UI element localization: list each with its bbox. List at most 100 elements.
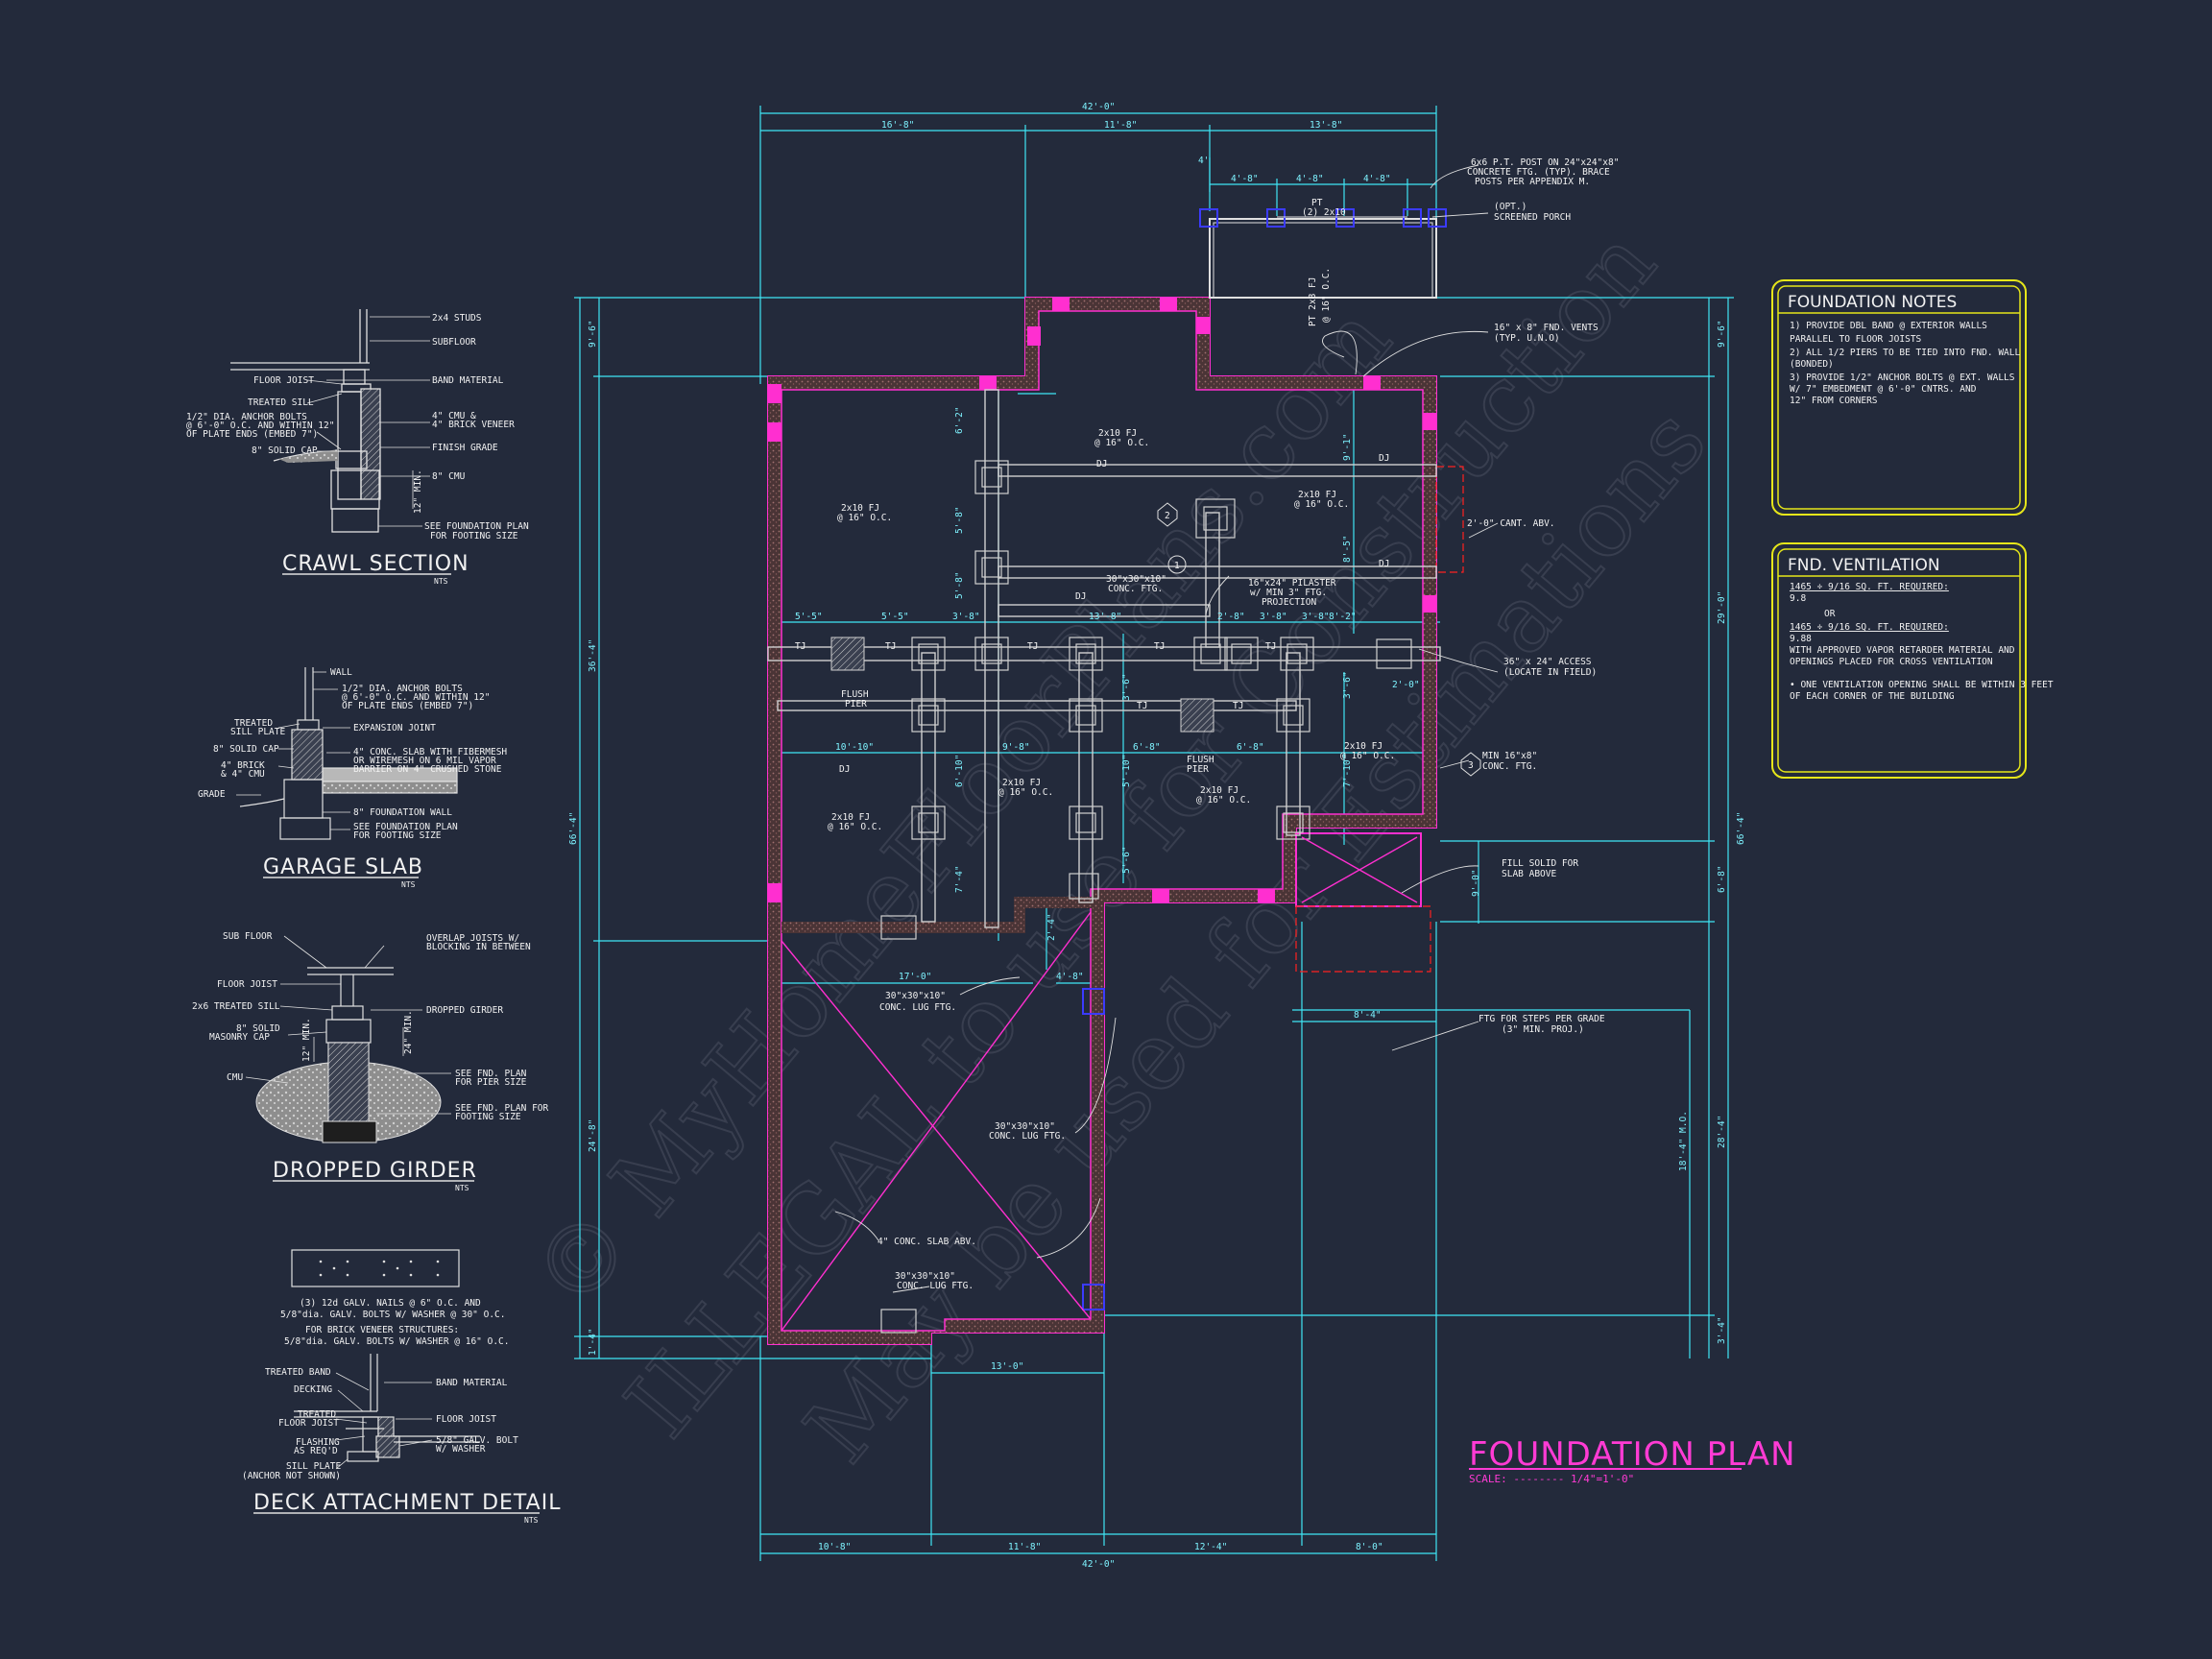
dim-label: 8'-4" (1354, 1010, 1382, 1021)
dim-label: 9'-8" (1002, 742, 1030, 753)
deck-note: 5/8"dia. GALV. BOLTS W/ WASHER @ 30" O.C… (280, 1310, 506, 1320)
dim-label: 10'-10" (835, 742, 874, 753)
dim-label: 36'-4" (588, 639, 598, 672)
deck-label: SILL PLATE (286, 1461, 341, 1472)
girder-label: MASONRY CAP (209, 1032, 270, 1043)
dim-label: 13'-0" (991, 1361, 1023, 1372)
girder-nts: NTS (455, 1184, 469, 1192)
callout-porch: (OPT.) (1494, 202, 1527, 212)
watermark-line-3: May be used for Estimations (784, 388, 1727, 1482)
girder-label: 2x6 TREATED SILL (192, 1001, 280, 1012)
dim-label: 7'-10" (1342, 755, 1353, 787)
dj-label: DJ (1379, 453, 1389, 464)
crawl-label: OF PLATE ENDS (EMBED 7") (186, 429, 318, 440)
joist-label: @ 16" O.C. (837, 513, 892, 523)
crawl-section-detail: 2x4 STUDS SUBFLOOR FLOOR JOIST BAND MATE… (186, 309, 529, 586)
dim-label: 9'-6" (588, 320, 598, 348)
watermark-line-2: ILLEGAL to use for Construction (605, 209, 1676, 1456)
beam-labels: DJ DJ DJ DJ DJ TJ TJ TJ TJ TJ TJ TJ FLUS… (795, 453, 1389, 775)
garage-label: SEE FOUNDATION PLAN (353, 822, 458, 832)
dim-label: 9'-0" (1471, 869, 1481, 897)
crawl-label: 4" BRICK VENEER (432, 420, 515, 430)
callout-fill-solid: SLAB ABOVE (1502, 869, 1556, 879)
dim-label: 11'-8" (1104, 120, 1137, 131)
crawl-label: 1/2" DIA. ANCHOR BOLTS (186, 412, 307, 422)
dim-label: 4' (1198, 156, 1209, 166)
tj-label: TJ (1154, 641, 1165, 652)
joist-label: 2x10 FJ (831, 812, 870, 823)
dim-overall-width: 42'-0" (1082, 102, 1115, 112)
joist-label: @ 16" O.C. (828, 822, 882, 832)
girder-label: 12" MIN. (301, 1018, 312, 1062)
joist-label: 2x10 FJ (841, 503, 879, 514)
joist-label: @ 16" O.C. (1094, 438, 1149, 448)
dim-label: 18'-4" M.O. (1678, 1111, 1689, 1171)
lug-footing-label: 30"x30"x10" (995, 1121, 1055, 1132)
dimension-labels: 42'-0" 16'-8" 11'-8" 13'-8" 4'-8" 4'-8" … (568, 102, 1746, 1570)
girder-label: 8" SOLID (236, 1023, 280, 1034)
dim-label: 29'-0" (1717, 591, 1727, 624)
dj-label: DJ (1096, 459, 1107, 469)
dim-label: 5'-5" (881, 612, 909, 622)
footing-labels: 30"x30"x10" CONC. FTG. 16"x24" PILASTER … (878, 574, 1336, 1291)
flush-pier-label: FLUSH (841, 689, 869, 700)
dim-label: 11'-8" (1008, 1542, 1041, 1552)
lug-footing-label: 30"x30"x10" (885, 991, 946, 1001)
marker-1: 1 (1174, 561, 1180, 571)
garage-label: & 4" CMU (221, 769, 265, 780)
lug-footing-label: CONC. LUG FTG. (879, 1002, 956, 1013)
dim-label: 5'-8" (954, 571, 965, 599)
crawl-label: SUBFLOOR (432, 337, 476, 348)
foundation-note-line: 3) PROVIDE 1/2" ANCHOR BOLTS @ EXT. WALL… (1790, 373, 2015, 383)
callout-access: (LOCATE IN FIELD) (1503, 667, 1597, 678)
tj-label: TJ (1137, 701, 1147, 711)
dim-label: 8'-2" (1329, 612, 1357, 622)
foundation-note-line: 2) ALL 1/2 PIERS TO BE TIED INTO FND. WA… (1790, 348, 2020, 358)
ventilation-line: OF EACH CORNER OF THE BUILDING (1790, 691, 1955, 702)
callout-vents: (TYP. U.N.O) (1494, 333, 1560, 344)
girder-label: BLOCKING IN BETWEEN (426, 942, 531, 952)
dim-label: 1'-4" (588, 1328, 598, 1356)
dim-label: 13'-8" (1310, 120, 1342, 131)
dropped-girder-detail: SUB FLOOR OVERLAP JOISTS W/ BLOCKING IN … (192, 931, 549, 1192)
dim-label: 3'-8" (952, 612, 980, 622)
crawl-label: 2x4 STUDS (432, 313, 482, 324)
dim-label: 17'-0" (899, 972, 931, 982)
dim-label: 8'-0" (1356, 1542, 1383, 1552)
joist-label: 2x10 FJ (1344, 741, 1382, 752)
dim-label: 2'-0" (1392, 680, 1420, 690)
callout-post: CONCRETE FTG. (TYP). BRACE (1467, 167, 1610, 178)
pilaster-label: w/ MIN 3" FTG. (1250, 588, 1327, 598)
ventilation-line: 1465 ÷ 9/16 SQ. FT. REQUIRED: (1790, 582, 1949, 592)
girder-label: SEE FND. PLAN (455, 1069, 527, 1079)
deck-note: (3) 12d GALV. NAILS @ 6" O.C. AND (300, 1298, 481, 1309)
girder-label: SEE FND. PLAN FOR (455, 1103, 549, 1114)
dim-label: 9'-1" (1342, 433, 1353, 461)
girder-label: CMU (227, 1072, 243, 1083)
porch-beam-label: PT (1311, 198, 1323, 208)
ventilation-line: 9.88 (1790, 634, 1812, 644)
dim-label: 6'-10" (954, 755, 965, 787)
garage-nts: NTS (401, 880, 416, 889)
plan-title: FOUNDATION PLAN (1469, 1435, 1796, 1474)
dim-label: 3'-6" (1342, 671, 1353, 699)
tj-label: TJ (1265, 641, 1276, 652)
plan-scale: SCALE: -------- 1/4"=1'-0" (1469, 1473, 1634, 1485)
flush-pier-label: PIER (845, 699, 867, 709)
girder-label: OVERLAP JOISTS W/ (426, 933, 519, 944)
deck-label: TREATED (298, 1409, 336, 1420)
joist-label: @ 16" O.C. (1196, 795, 1251, 805)
dropped-girder-title: DROPPED GIRDER (273, 1159, 477, 1183)
tj-label: TJ (1027, 641, 1038, 652)
garage-label: EXPANSION JOINT (353, 723, 436, 733)
girder-label: 24" MIN. (403, 1010, 414, 1054)
girder-label: SUB FLOOR (223, 931, 273, 942)
deck-nts: NTS (524, 1516, 539, 1525)
callout-porch: SCREENED PORCH (1494, 212, 1571, 223)
crawl-label: 8" CMU (432, 471, 466, 482)
dim-label: 7'-4" (954, 865, 965, 893)
garage-label: WALL (330, 667, 352, 678)
dim-label: 4'-8" (1231, 174, 1259, 184)
ventilation-line: • ONE VENTILATION OPENING SHALL BE WITHI… (1790, 680, 2054, 690)
